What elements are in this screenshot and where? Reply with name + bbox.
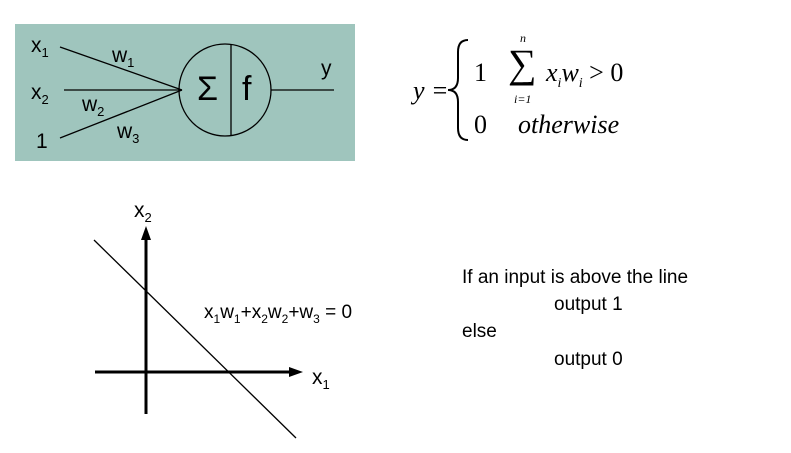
output-y-label: y	[321, 57, 332, 80]
rule-line-1: If an input is above the line	[462, 267, 689, 288]
activation-symbol: f	[242, 70, 252, 108]
formula-case1-value: 1	[474, 58, 487, 87]
formula-case2-text: otherwise	[518, 110, 620, 139]
y-axis-label: x2	[134, 199, 152, 226]
sum-symbol: Σ	[197, 70, 219, 108]
x-axis-label: x1	[312, 366, 330, 393]
weight-w2-label: w2	[82, 93, 105, 120]
formula-sum-upper: n	[520, 31, 526, 45]
formula-case1-expr: xiwi > 0	[546, 58, 624, 92]
formula-sum-symbol: ∑	[508, 41, 537, 86]
formula-brace	[447, 39, 469, 141]
x-axis-arrowhead	[289, 367, 303, 377]
formula-case2-value: 0	[474, 110, 487, 139]
boundary-equation: x1w1+x2w2+w3 = 0	[204, 302, 353, 326]
input-x2-label: x2	[31, 81, 49, 108]
input-line-1	[59, 46, 183, 91]
input-bias-label: 1	[36, 130, 48, 153]
perceptron-box	[15, 24, 355, 161]
input-x1-label: x1	[31, 34, 49, 61]
rule-line-3: else	[462, 321, 497, 342]
formula-lhs: y =	[413, 76, 449, 105]
rule-line-4: output 0	[554, 349, 623, 370]
y-axis-arrowhead	[141, 226, 151, 240]
decision-boundary-line	[93, 239, 297, 439]
input-line-3	[59, 89, 183, 139]
weight-w1-label: w1	[112, 44, 135, 71]
formula-sum-lower: i=1	[514, 92, 532, 106]
weight-w3-label: w3	[117, 120, 140, 147]
rule-line-2: output 1	[554, 294, 623, 315]
